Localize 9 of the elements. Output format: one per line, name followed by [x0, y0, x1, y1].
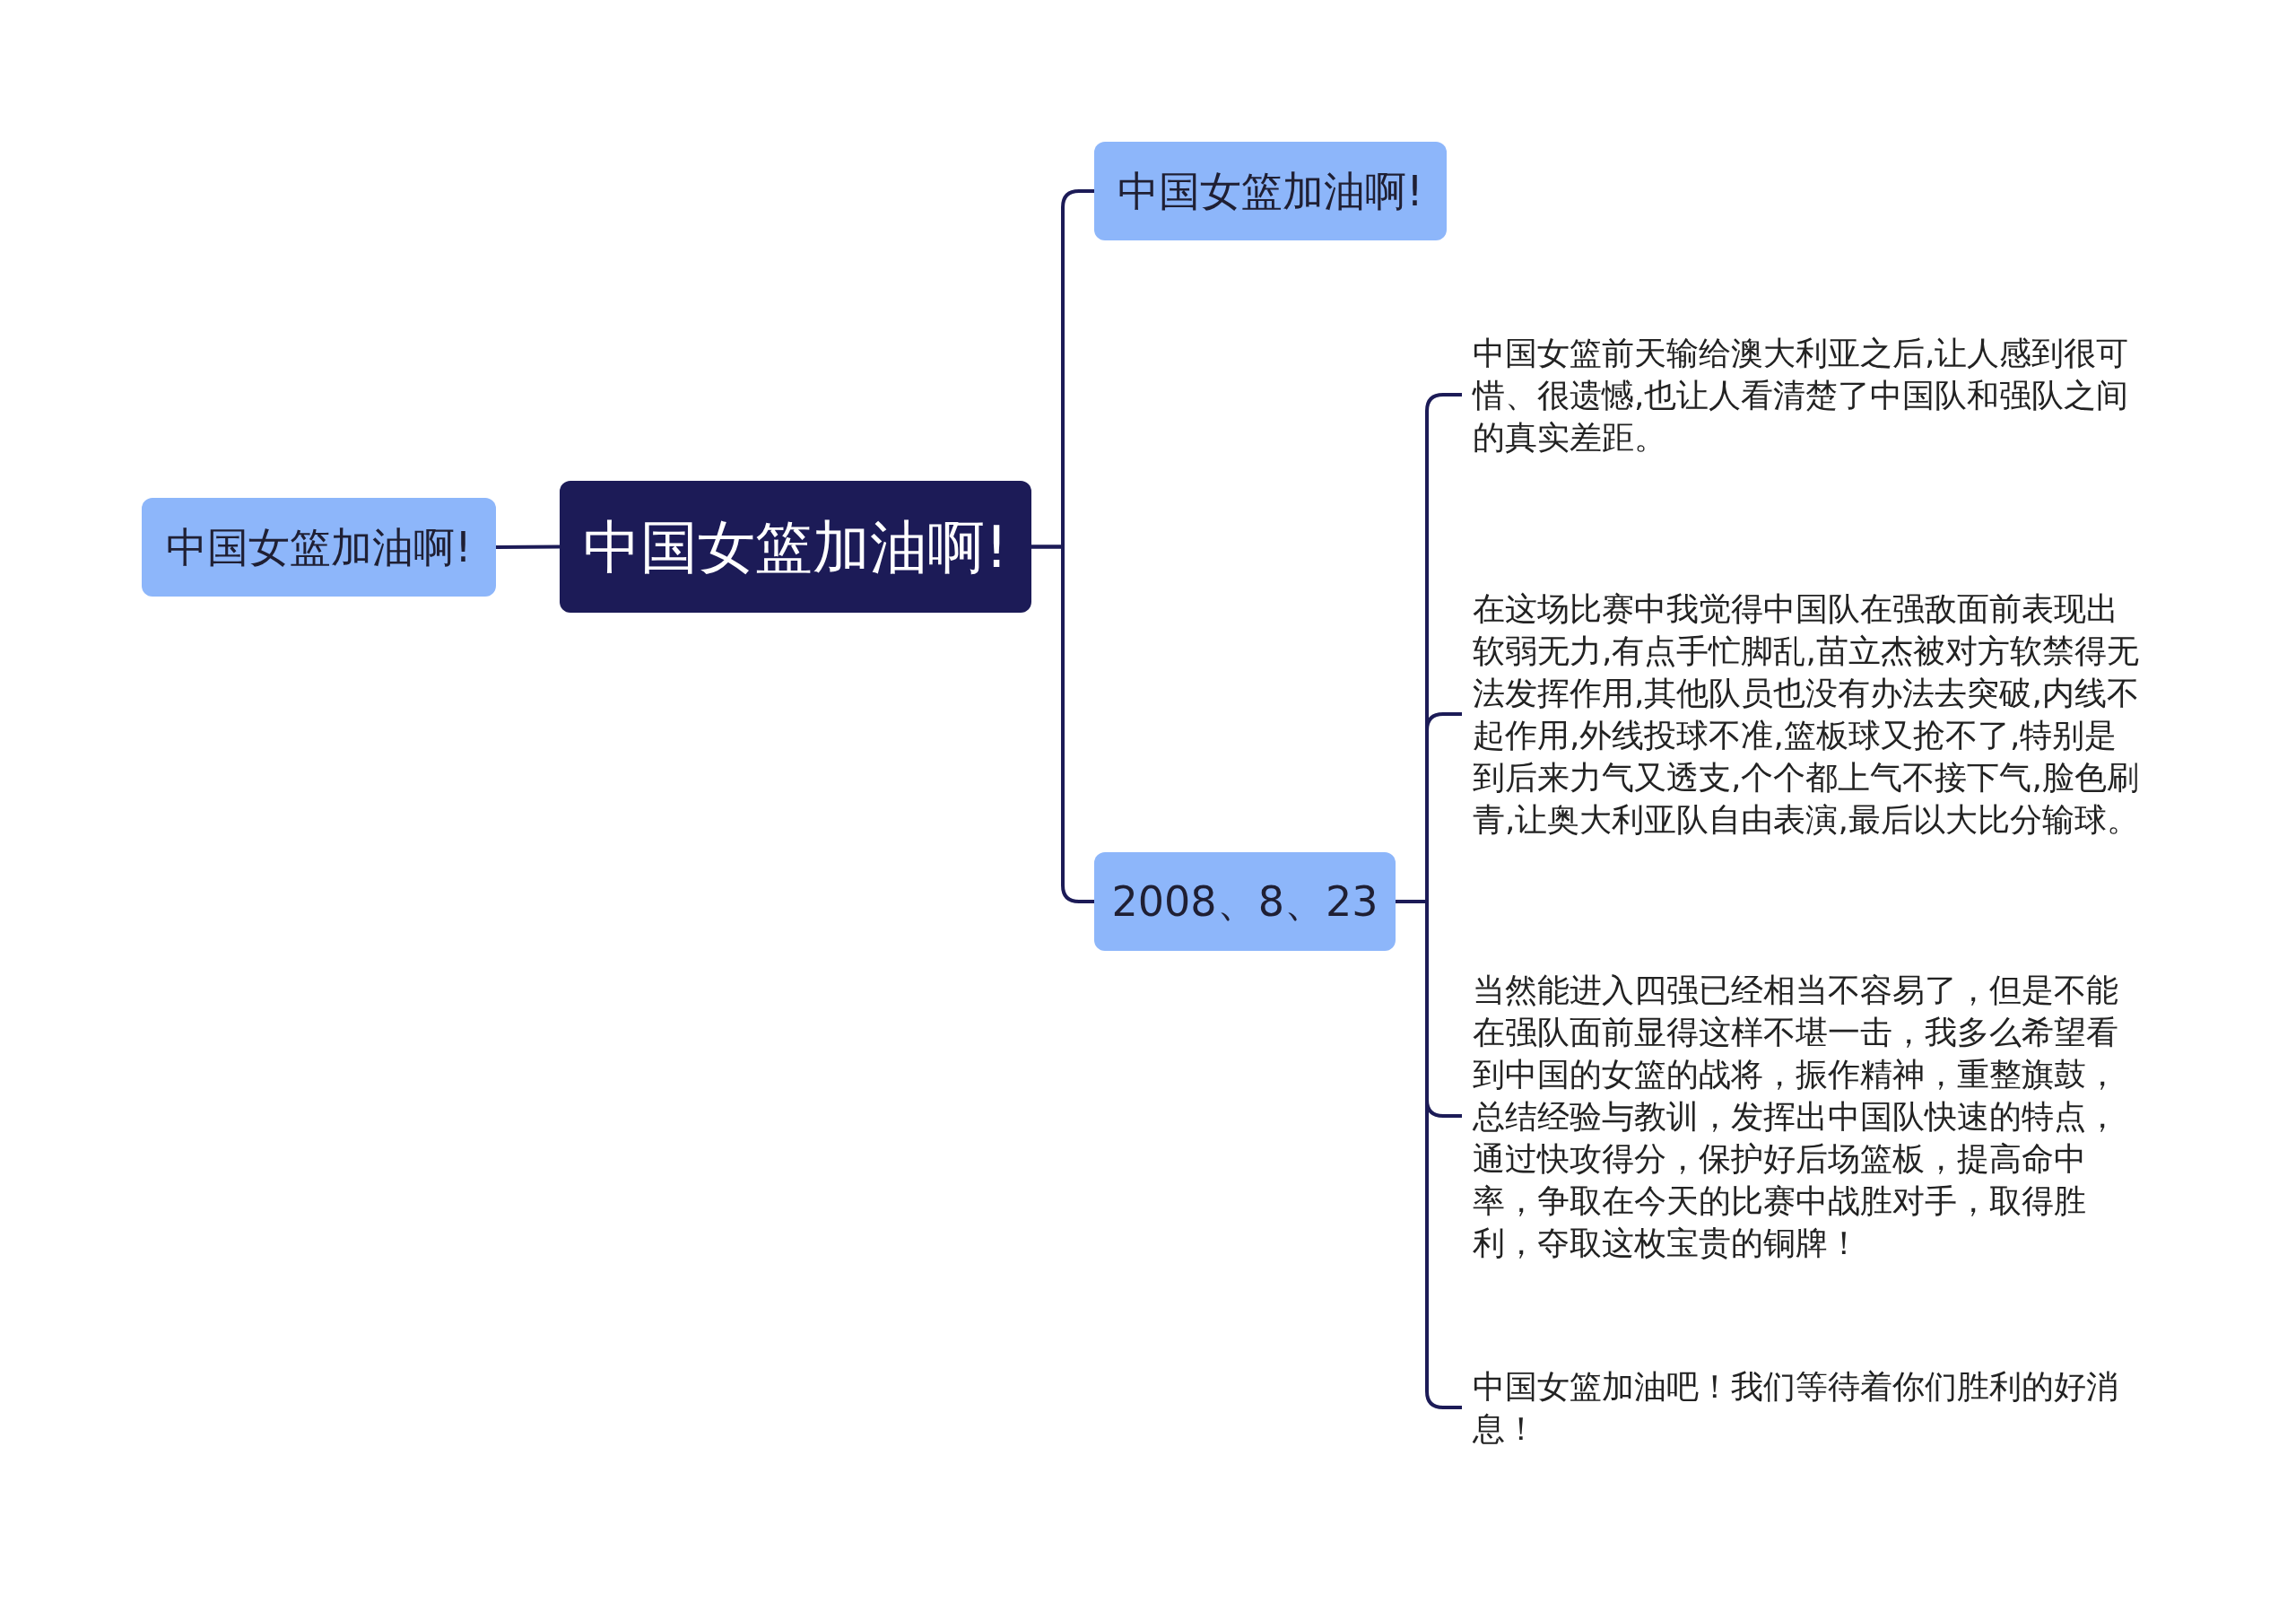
connector-line — [496, 545, 560, 549]
note-text: 在这场比赛中我觉得中国队在强敌面前表现出软弱无力,有点手忙脚乱,苗立杰被对方软禁得无法发挥作用,其他队员也没有办法去突破,内线不起作用,外线投球不准,篮板球又抢不了,特别是到后来力气又透支,个个都上气不接下气,脸色刷青,让奥大利亚队自由表演,最后以大比分输球。 — [1462, 553, 2152, 876]
note-text: 中国女篮加油吧！我们等待着你们胜利的好消息！ — [1462, 1358, 2152, 1457]
topic-box: 中国女篮加油啊! — [142, 498, 496, 597]
note-text: 中国女篮前天输给澳大利亚之后,让人感到很可惜、很遗憾,也让人看清楚了中国队和强队之间的真实差距。 — [1462, 323, 2152, 466]
central-topic-box: 中国女篮加油啊! — [560, 481, 1031, 613]
topic-box: 中国女篮加油啊! — [1094, 142, 1447, 240]
topic-box: 2008、8、23 — [1094, 852, 1396, 951]
note-text: 当然能进入四强已经相当不容易了，但是不能在强队面前显得这样不堪一击，我多么希望看到中国的女篮的战将，振作精神，重整旗鼓，总结经验与教训，发挥出中国队快速的特点，通过快攻得分，保护好后场篮板，提高命中率，争取在今天的比赛中战胜对手，取得胜利，夺取这枚宝贵的铜牌！ — [1462, 954, 2152, 1277]
